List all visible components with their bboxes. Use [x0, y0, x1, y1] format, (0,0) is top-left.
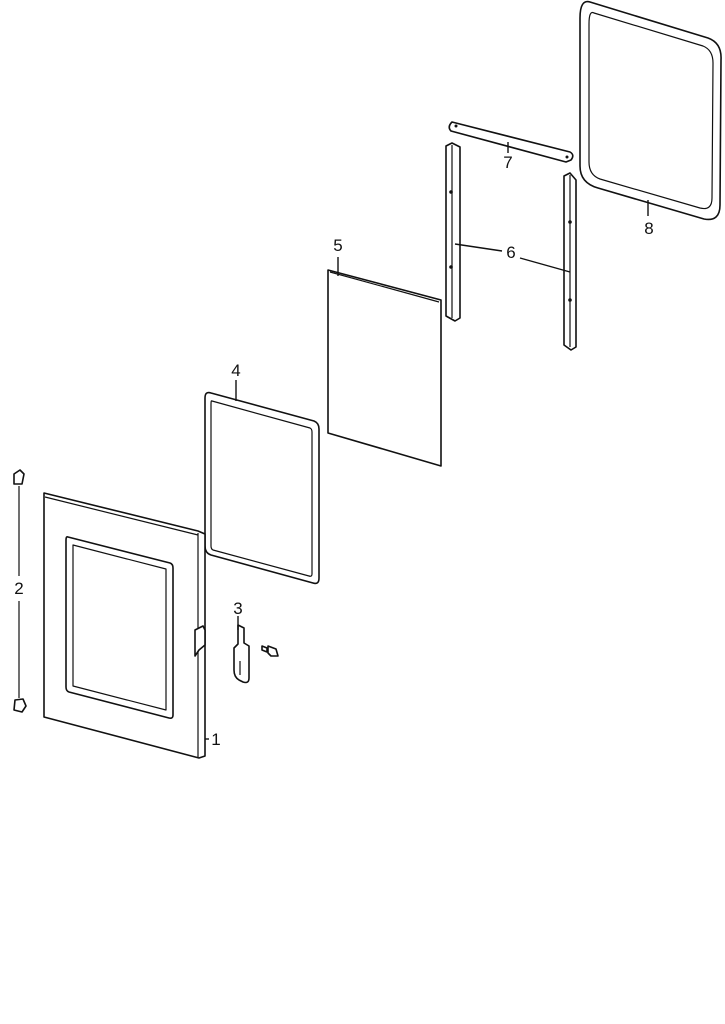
callout-3: 3: [233, 599, 242, 618]
part-7-top-strip: [448, 121, 574, 163]
callout-2: 2: [14, 579, 23, 598]
part-2-hinge-rod: [13, 469, 27, 713]
callout-1: 1: [211, 730, 220, 749]
callout-4: 4: [231, 361, 240, 380]
part-5-glass-panel: [327, 257, 442, 467]
part-1-door-frame: [43, 492, 209, 759]
callout-5: 5: [333, 236, 342, 255]
part-8-outer-frame: [579, 0, 722, 221]
callout-6: 6: [506, 243, 515, 262]
part-3-bracket: [233, 616, 279, 684]
callout-7: 7: [503, 153, 512, 172]
callout-8: 8: [644, 219, 653, 238]
part-4-gasket: [204, 380, 320, 585]
part-6-side-rails: [445, 142, 577, 351]
